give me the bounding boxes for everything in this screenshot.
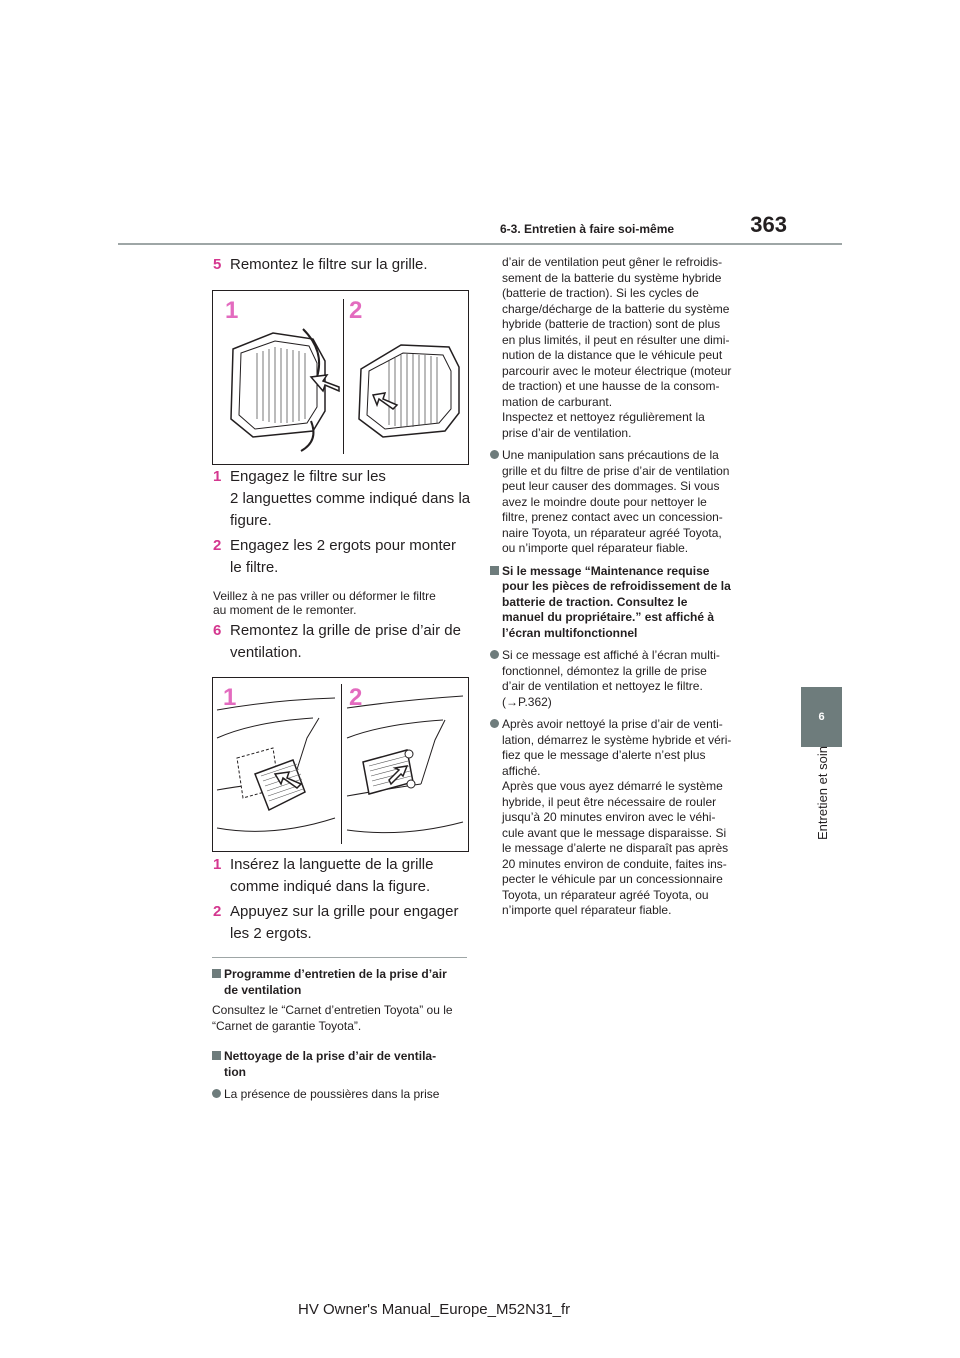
substep-2: 2 Appuyez sur la grille pour engager <box>213 901 458 923</box>
section-heading-message: Si le message “Maintenance requise pour … <box>490 564 760 642</box>
substep-text: le filtre. <box>230 559 279 576</box>
step-number: 5 <box>213 256 222 273</box>
section-rule <box>212 957 467 958</box>
section-heading: de ventilation <box>224 982 302 997</box>
round-bullet-icon <box>490 450 499 459</box>
section-heading: tion <box>224 1064 246 1079</box>
step-text: Remontez le filtre sur la grille. <box>230 256 428 273</box>
section-heading: Programme d’entretien de la prise d’air <box>212 967 472 983</box>
substep-text: Engagez le filtre sur les <box>230 468 386 485</box>
substeps-b: 1 Insérez la languette de la grille comme… <box>213 854 458 945</box>
substep-text: Engagez les 2 ergots pour monter <box>230 537 456 554</box>
round-bullet-icon <box>490 650 499 659</box>
substep-1: 1 Engagez le filtre sur les <box>213 466 470 488</box>
page-number: 363 <box>750 212 787 237</box>
substep-number: 2 <box>213 903 222 920</box>
section-cleaning: Nettoyage de la prise d’air de ventila- … <box>212 1049 472 1103</box>
substep-text: les 2 ergots. <box>230 925 312 942</box>
grille-illustration <box>216 695 464 834</box>
step-number: 6 <box>213 622 222 639</box>
bullet-item: Si ce message est affiché à l’écran mult… <box>490 648 760 710</box>
figure-divider <box>343 299 344 454</box>
section-body: Consultez le “Carnet d’entretien Toyota”… <box>212 1003 453 1017</box>
figure-divider <box>341 684 342 844</box>
figure-label-2: 2 <box>349 684 363 711</box>
substep-number: 1 <box>213 468 222 485</box>
bullet-item: Une manipulation sans précautions de la … <box>490 448 760 557</box>
right-column: d’air de ventilation peut gêner le refro… <box>490 255 760 919</box>
note-line: Veillez à ne pas vriller ou déformer le … <box>213 589 436 603</box>
substep-text: Insérez la languette de la grille <box>230 856 434 873</box>
note-line: au moment de le remonter. <box>213 603 357 617</box>
substep-1: 1 Insérez la languette de la grille <box>213 854 458 876</box>
figure-label-2: 2 <box>349 297 363 324</box>
chapter-tab: 6 <box>801 687 842 747</box>
bullet-item: Après avoir nettoyé la prise d’air de ve… <box>490 717 760 919</box>
page-reference-link[interactable]: (→P.362) <box>502 694 552 709</box>
continued-text: d’air de ventilation peut gêner le refro… <box>502 255 732 440</box>
header-rule <box>118 243 842 245</box>
step-text: ventilation. <box>230 644 302 661</box>
substep-text: figure. <box>230 512 272 529</box>
substeps-a: 1 Engagez le filtre sur les 2 languettes … <box>213 466 470 579</box>
round-bullet-icon <box>490 719 499 728</box>
note: Veillez à ne pas vriller ou déformer le … <box>213 589 436 617</box>
square-bullet-icon <box>490 565 499 575</box>
square-bullet-icon <box>212 969 221 978</box>
round-bullet-icon <box>212 1089 221 1098</box>
section-header: 6-3. Entretien à faire soi-même <box>500 222 675 236</box>
substep-number: 2 <box>213 537 222 554</box>
figure-grille-install: 1 2 <box>212 677 469 852</box>
step-6: 6 Remontez la grille de prise d’air de ve… <box>213 620 461 664</box>
step-6-line: 6 Remontez la grille de prise d’air de <box>213 620 461 642</box>
step-5: 5 Remontez le filtre sur la grille. <box>213 254 428 276</box>
figure-label-1: 1 <box>223 684 237 711</box>
substep-text: Appuyez sur la grille pour engager <box>230 903 459 920</box>
step-text: Remontez la grille de prise d’air de <box>230 622 461 639</box>
bullet-item: La présence de poussières dans la prise <box>212 1087 472 1103</box>
figure-filter-install: 1 2 <box>212 290 469 465</box>
filter-illustration <box>230 328 460 452</box>
section-heading: Nettoyage de la prise d’air de ventila- <box>212 1049 472 1065</box>
section-maintenance-program: Programme d’entretien de la prise d’air … <box>212 967 472 1034</box>
chapter-label: Entretien et soin <box>815 746 830 840</box>
substep-number: 1 <box>213 856 222 873</box>
footer-manual-id: HV Owner's Manual_Europe_M52N31_fr <box>298 1301 571 1318</box>
square-bullet-icon <box>212 1051 221 1060</box>
substep-text: 2 languettes comme indiqué dans la <box>230 490 471 507</box>
substep-text: comme indiqué dans la figure. <box>230 878 431 895</box>
figure-label-1: 1 <box>225 297 239 324</box>
section-body: “Carnet de garantie Toyota”. <box>212 1018 362 1033</box>
substep-2: 2 Engagez les 2 ergots pour monter <box>213 535 470 557</box>
